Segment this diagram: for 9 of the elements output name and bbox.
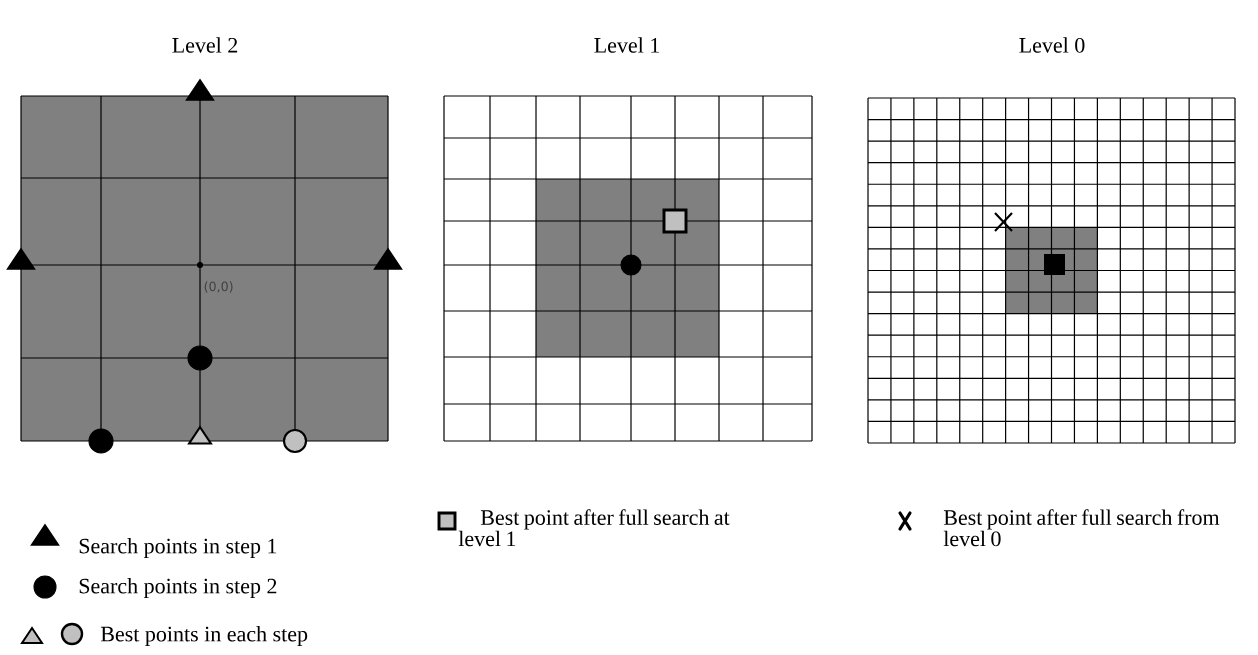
legend-text: Best point after full search at level 1 bbox=[458, 509, 730, 547]
legend-text: Search points in step 2 bbox=[79, 578, 277, 598]
legend-text: Best point after full search from level 0 bbox=[943, 509, 1220, 547]
legend-text: Search points in step 1 bbox=[79, 538, 277, 558]
panel-title: Level 2 bbox=[172, 37, 238, 53]
panel-title: Level 1 bbox=[594, 37, 659, 53]
panel-title: Level 0 bbox=[1019, 37, 1085, 53]
coordinate-label: (0,0) bbox=[204, 281, 233, 293]
legend-text: Best points in each step bbox=[100, 626, 308, 646]
